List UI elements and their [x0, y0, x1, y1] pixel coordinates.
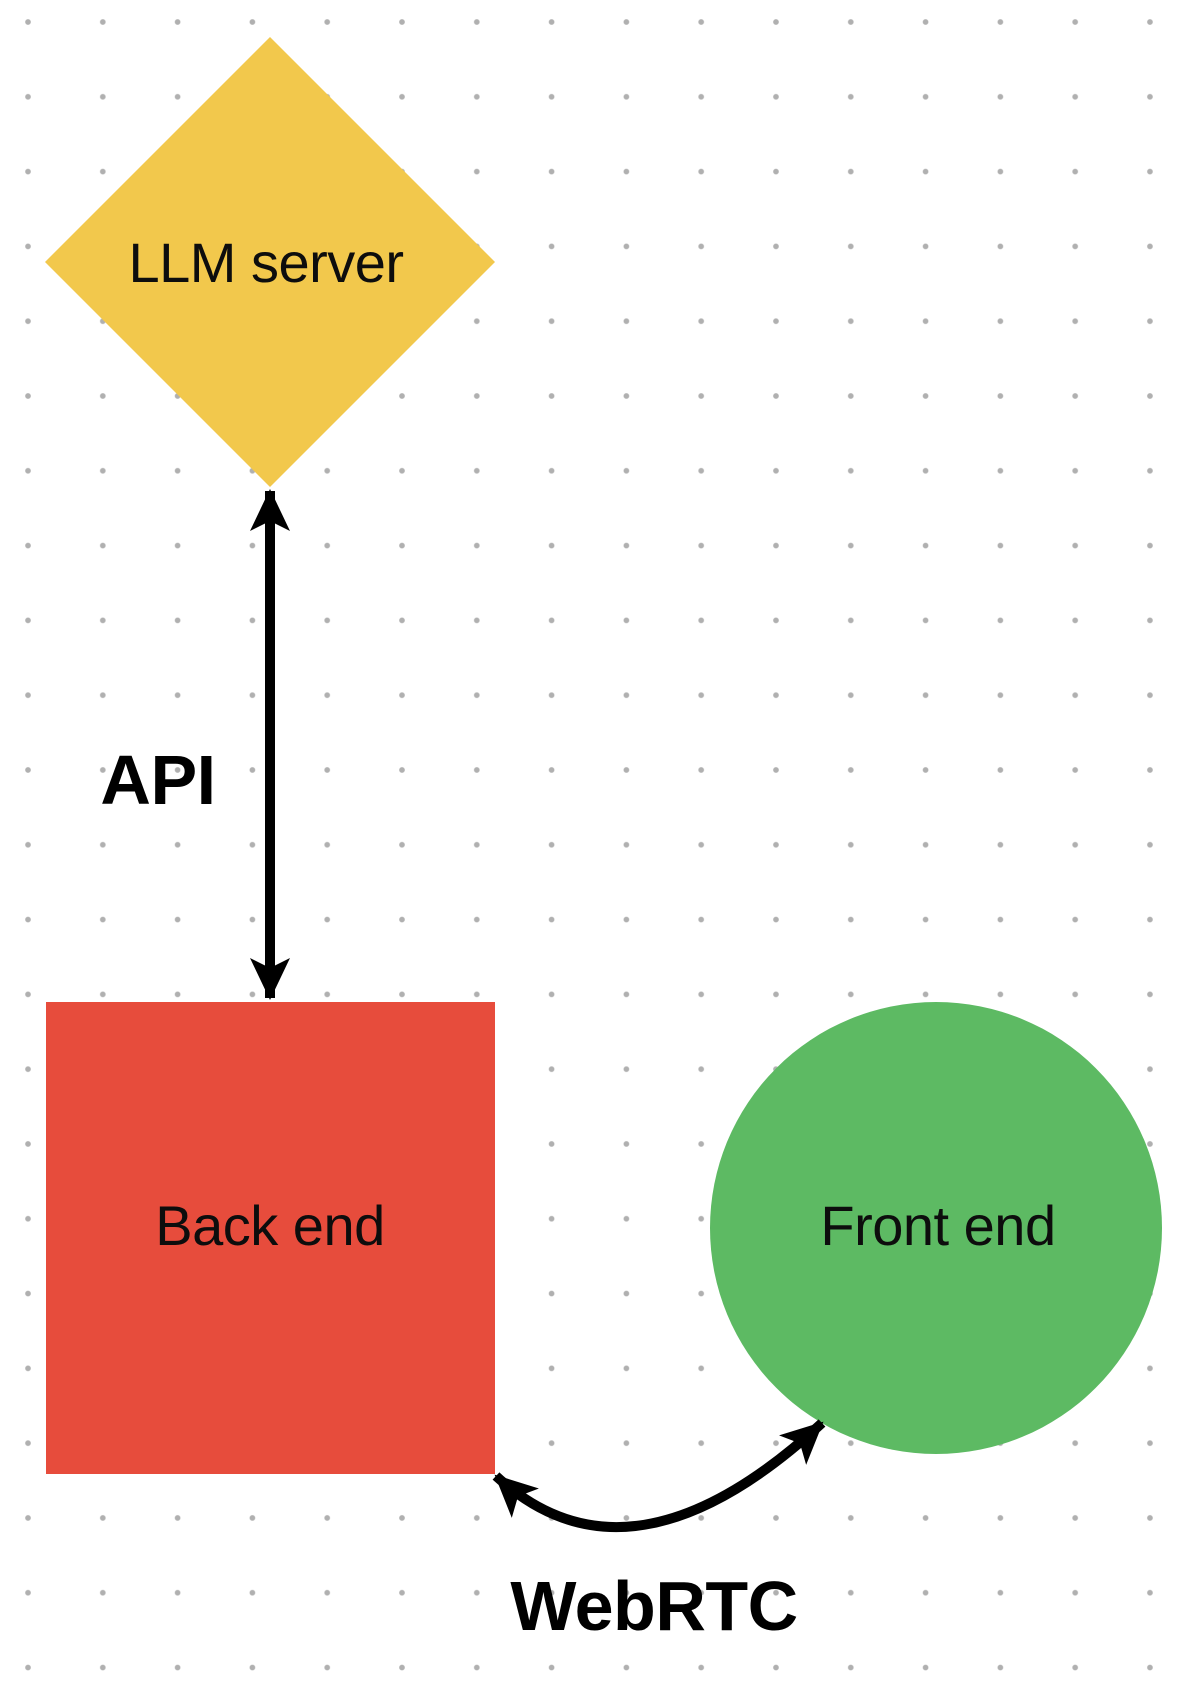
node-label-front-end[interactable]: Front end	[820, 1194, 1056, 1257]
edge-label-api[interactable]: API	[100, 741, 216, 819]
edge-label-webrtc[interactable]: WebRTC	[510, 1567, 798, 1645]
node-label-llm-server[interactable]: LLM server	[128, 231, 404, 294]
node-front-end-circle[interactable]	[710, 1002, 1162, 1454]
node-llm-server-diamond[interactable]	[45, 37, 495, 487]
node-label-back-end[interactable]: Back end	[155, 1194, 385, 1257]
edge-webrtc-arrow[interactable]	[492, 1419, 826, 1532]
node-back-end-square[interactable]	[46, 1002, 495, 1474]
